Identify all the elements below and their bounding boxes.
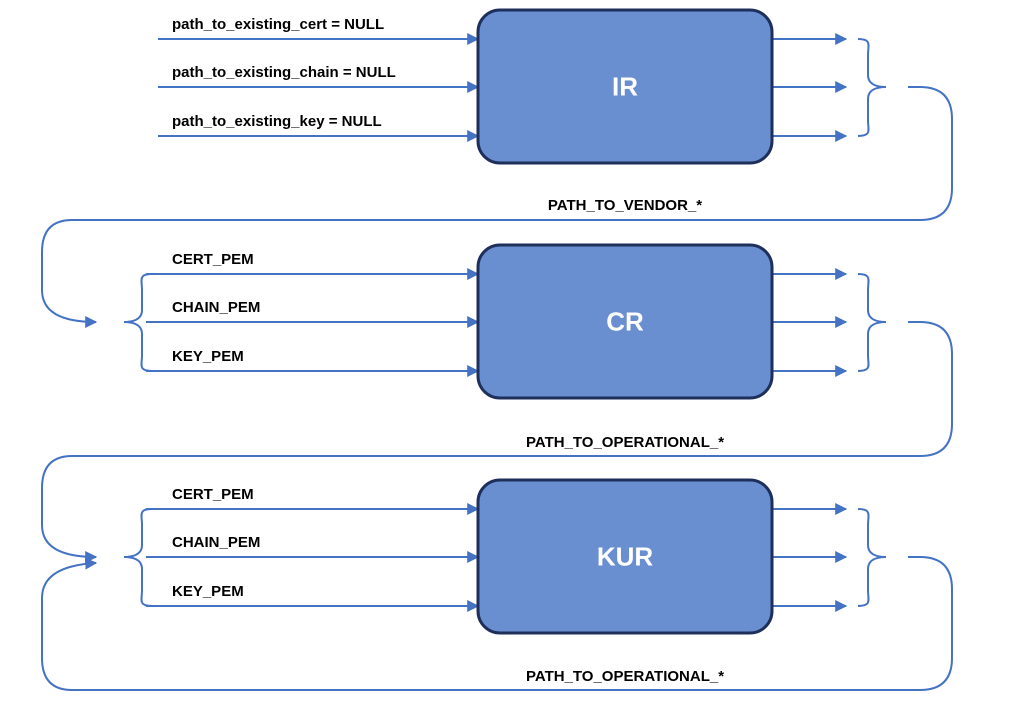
kur-box [476,478,774,635]
cr-box-label: CR [606,307,644,337]
kur-input-label-3: KEY_PEM [172,583,244,600]
ir-box [476,8,774,165]
kur-input-label-1: CERT_PEM [172,486,254,503]
ir-input-label-2: path_to_existing_chain = NULL [172,64,396,81]
cr-input-label-2: CHAIN_PEM [172,299,260,316]
cr-output-brace [857,273,887,372]
cr-input-label-1: CERT_PEM [172,251,254,268]
ir-input-label-3: path_to_existing_key = NULL [172,113,382,130]
ir-input-label-1: path_to_existing_cert = NULL [172,16,384,33]
loop-connector-3 [41,556,953,691]
cr-input-brace [123,273,153,372]
kur-output-brace [857,508,887,607]
kur-box-label: KUR [597,542,654,572]
kur-input-label-2: CHAIN_PEM [172,534,260,551]
loop-connector-1 [41,86,953,328]
cr-box [476,243,774,400]
ir-box-label: IR [612,72,638,102]
loop-label-3: PATH_TO_OPERATIONAL_* [526,668,724,685]
loop-label-2: PATH_TO_OPERATIONAL_* [526,434,724,451]
ir-output-brace [857,38,887,137]
kur-input-brace [123,508,153,607]
cr-input-label-3: KEY_PEM [172,348,244,365]
loop-connector-2 [41,321,953,563]
loop-label-1: PATH_TO_VENDOR_* [548,197,702,214]
